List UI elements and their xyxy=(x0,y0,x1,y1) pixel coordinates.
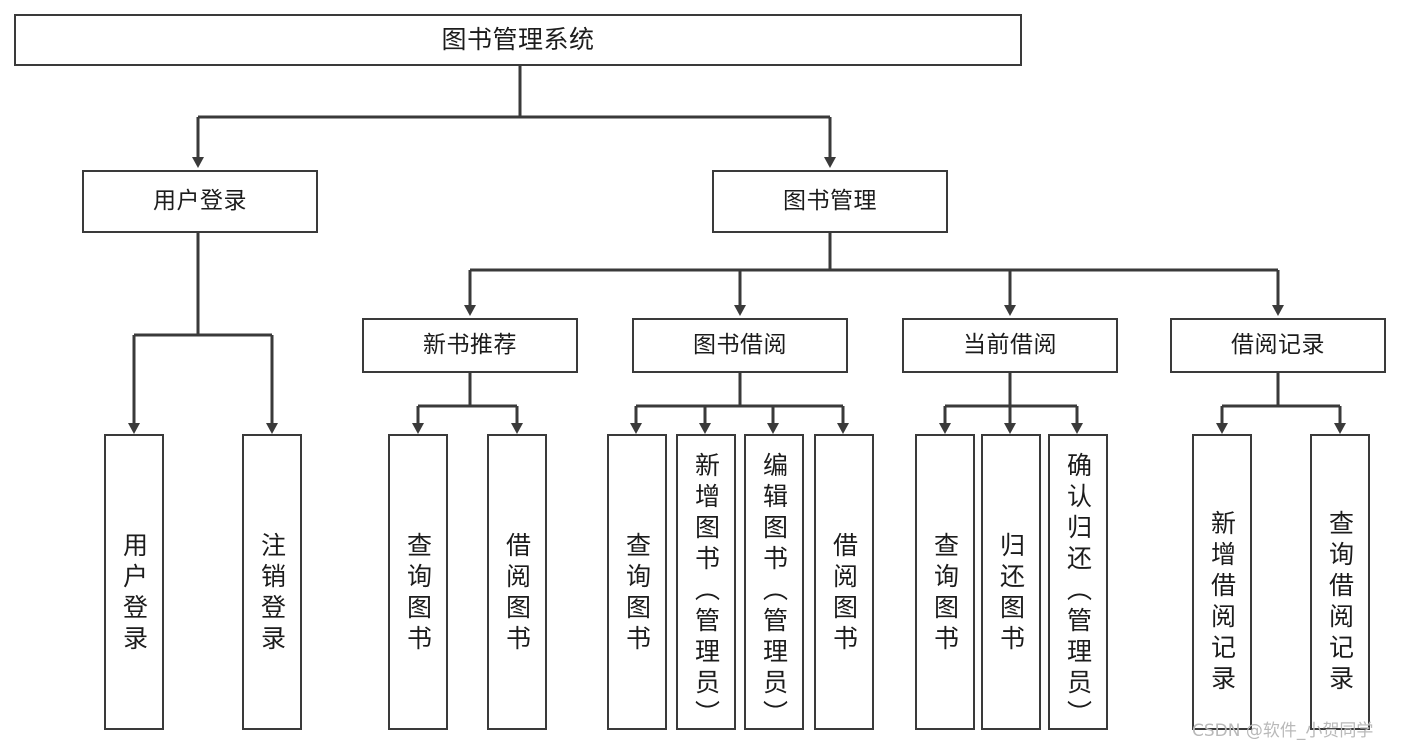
node-label: 注销登录 xyxy=(257,532,287,656)
node-new-book-recommend[interactable]: 新书推荐 xyxy=(362,318,578,373)
leaf-current-borrow-query-book[interactable]: 查询图书 xyxy=(915,434,975,730)
node-label: 图书管理 xyxy=(783,187,877,214)
leaf-new-book-query-book[interactable]: 查询图书 xyxy=(388,434,448,730)
leaf-book-borrow-query-book[interactable]: 查询图书 xyxy=(607,434,667,730)
node-label: 查询图书 xyxy=(622,532,652,656)
leaf-user-login-logout[interactable]: 注销登录 xyxy=(242,434,302,730)
node-label: 新增借阅记录 xyxy=(1207,510,1237,696)
node-label: 当前借阅 xyxy=(963,331,1057,358)
leaf-user-login-login[interactable]: 用户登录 xyxy=(104,434,164,730)
node-label: 用户登录 xyxy=(119,532,149,656)
leaf-book-borrow-add-book-admin[interactable]: 新增图书（管理员） xyxy=(676,434,736,731)
node-book-borrow[interactable]: 图书借阅 xyxy=(632,318,848,373)
node-current-borrow[interactable]: 当前借阅 xyxy=(902,318,1118,373)
leaf-borrow-record-add-record[interactable]: 新增借阅记录 xyxy=(1192,434,1252,730)
node-borrow-record[interactable]: 借阅记录 xyxy=(1170,318,1386,373)
leaf-current-borrow-confirm-return-admin[interactable]: 确认归还（管理员） xyxy=(1048,434,1108,731)
leaf-borrow-record-query-record[interactable]: 查询借阅记录 xyxy=(1310,434,1370,730)
node-label: 图书借阅 xyxy=(693,331,787,358)
leaf-current-borrow-return-book[interactable]: 归还图书 xyxy=(981,434,1041,730)
node-label: 查询借阅记录 xyxy=(1325,510,1355,696)
node-label: 用户登录 xyxy=(153,187,247,214)
node-label: 借阅图书 xyxy=(829,532,859,656)
node-book-management[interactable]: 图书管理 xyxy=(712,170,948,233)
node-label: 新增图书（管理员） xyxy=(691,452,721,731)
node-label: 借阅图书 xyxy=(502,532,532,656)
node-label: 查询图书 xyxy=(930,532,960,656)
node-label: 借阅记录 xyxy=(1231,331,1325,358)
node-root-book-management-system[interactable]: 图书管理系统 xyxy=(14,14,1022,66)
node-label: 图书管理系统 xyxy=(441,25,595,55)
leaf-book-borrow-borrow-book[interactable]: 借阅图书 xyxy=(814,434,874,730)
node-label: 编辑图书（管理员） xyxy=(759,452,789,731)
leaf-new-book-borrow-book[interactable]: 借阅图书 xyxy=(487,434,547,730)
node-label: 确认归还（管理员） xyxy=(1063,452,1093,731)
node-label: 新书推荐 xyxy=(423,331,517,358)
leaf-book-borrow-edit-book-admin[interactable]: 编辑图书（管理员） xyxy=(744,434,804,731)
node-user-login[interactable]: 用户登录 xyxy=(82,170,318,233)
node-label: 查询图书 xyxy=(403,532,433,656)
csdn-watermark: CSDN @软件_小贺同学 xyxy=(1192,721,1374,741)
node-label: 归还图书 xyxy=(996,532,1026,656)
